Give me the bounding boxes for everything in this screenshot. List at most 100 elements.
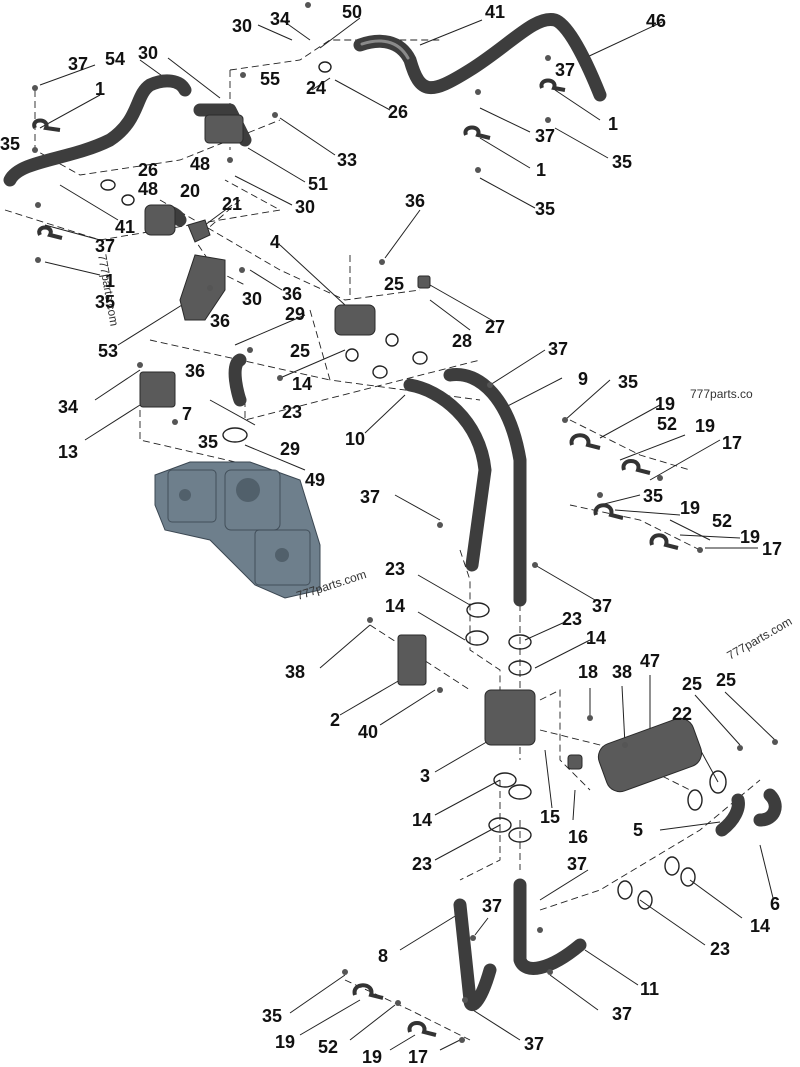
callout: 38 [612,662,632,682]
callout: 11 [640,979,659,999]
callout: 52 [318,1037,338,1057]
callout: 35 [262,1006,282,1026]
callout: 14 [292,374,312,394]
callout: 54 [105,49,125,69]
callout: 25 [290,341,310,361]
ring-48a [100,179,116,191]
callout: 5 [633,820,643,840]
callout: 36 [405,191,425,211]
watermark-2: 777parts.co [690,387,753,401]
callout: 17 [408,1047,428,1067]
gasket-21 [187,219,211,243]
callout: 53 [98,341,118,361]
body-47 [597,717,703,793]
callout: 48 [190,154,210,174]
pipes [3,13,782,1011]
ring-23g [617,880,633,900]
callout: 37 [592,596,612,616]
callout: 19 [740,527,760,547]
callout: 14 [750,916,770,936]
plate-13 [139,371,176,408]
callout: 40 [358,722,378,742]
callout: 25 [716,670,736,690]
callout: 37 [68,54,88,74]
bracket-53 [179,254,226,321]
elbow-4 [334,304,376,336]
callout: 14 [586,628,606,648]
callout: 46 [646,11,666,31]
callout: 28 [452,331,472,351]
callout: 41 [115,217,135,237]
callout: 29 [280,439,300,459]
callout: 35 [535,199,555,219]
callout: 15 [540,807,560,827]
callout: 30 [295,197,315,217]
ring-14e [493,772,517,788]
engine-block [154,461,321,599]
hose-54 [3,74,192,187]
callout: 30 [232,16,252,36]
callout: 17 [722,433,742,453]
clamp-19e [352,983,384,1000]
clamp-19a [569,433,601,450]
callout: 37 [360,487,380,507]
flange-51 [204,114,244,144]
ring-14g [664,856,680,876]
clamp-19c [593,503,624,520]
ring-49 [222,427,248,443]
callout: 35 [618,372,638,392]
pipe-11 [513,878,587,975]
callout: 49 [305,470,325,490]
callout: 37 [95,236,115,256]
callout: 48 [138,179,158,199]
callout: 35 [198,432,218,452]
callout: 30 [138,43,158,63]
callout: 37 [524,1034,544,1054]
callout: 27 [485,317,505,337]
callout: 23 [562,609,582,629]
elbow-6 [753,788,782,827]
callout: 18 [578,662,598,682]
callout: 52 [712,511,732,531]
plug-27 [417,275,431,289]
clamp-19f [407,1021,437,1037]
ring-14d [508,660,532,676]
callout: 26 [138,160,158,180]
callout: 1 [608,114,618,134]
ring-14f [508,784,532,800]
valve-3 [484,689,536,746]
callout: 25 [384,274,404,294]
callout: 23 [385,559,405,579]
cap-16 [567,754,583,770]
callout: 35 [95,292,115,312]
callout: 6 [770,894,780,914]
callout: 1 [536,160,546,180]
ring-23h [637,890,653,910]
callout: 22 [672,704,692,724]
ring-23f [508,827,532,843]
elbow-5 [715,793,745,837]
callout: 35 [643,486,663,506]
callout: 37 [482,896,502,916]
callout: 10 [345,429,365,449]
callout: 1 [105,271,115,291]
callout: 47 [640,651,660,671]
callout: 52 [657,414,677,434]
pipe-9 [443,367,527,607]
callout: 20 [180,181,200,201]
ring-23d [508,634,532,650]
ring-23b [412,351,428,365]
callout: 13 [58,442,78,462]
callout: 38 [285,662,305,682]
ring-23a [372,365,388,379]
callout: 36 [210,311,230,331]
callout: 24 [306,78,326,98]
ring-22 [709,770,727,794]
clamp-1a [32,118,61,132]
callout: 23 [412,854,432,874]
callout: 16 [568,827,588,847]
clamp-1c [539,78,566,92]
ring-14b [385,333,399,347]
callouts: 34 50 41 46 30 37 54 30 55 24 26 37 1 1 … [0,2,782,1067]
callout: 14 [385,596,405,616]
